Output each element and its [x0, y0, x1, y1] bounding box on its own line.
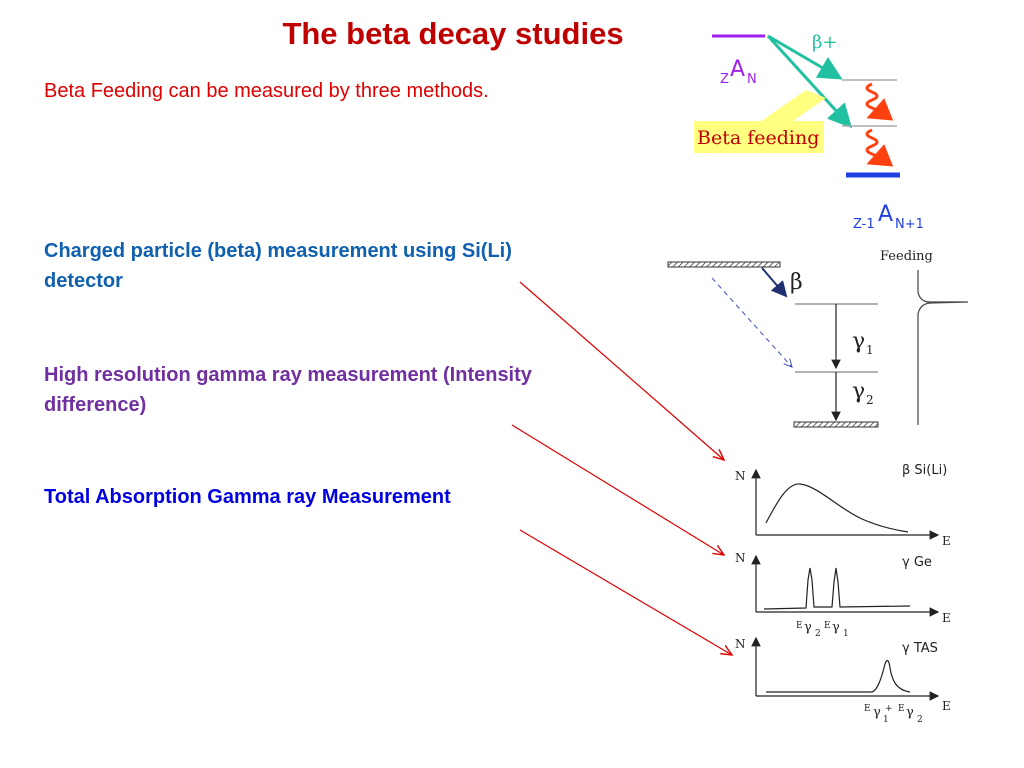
- parent-symbol: A: [730, 57, 745, 82]
- daughter-z-sub: Z-1: [853, 217, 875, 232]
- slide-title-wrap: The beta decay studies: [0, 16, 1024, 52]
- beta-feeding-pointer: [760, 90, 826, 130]
- tas-peak-label-e2: E: [898, 704, 905, 714]
- level-scheme: β γ 1 γ 2 Feeding: [667, 249, 969, 428]
- ge-peaks: [763, 567, 911, 610]
- slide-title: The beta decay studies: [282, 16, 624, 51]
- daughter-n-sub: N+1: [895, 217, 924, 232]
- tas-x-label: E: [942, 699, 951, 713]
- tas-peak-label-g1: γ: [873, 705, 881, 720]
- siLi-x-label: E: [942, 534, 951, 548]
- decay-scheme: Z A N β+ Beta feeding Z-1 A N+1: [694, 32, 924, 232]
- siLi-title: β Si(Li): [902, 463, 947, 478]
- beta-plus-arrow-1: [767, 34, 843, 80]
- ge-peak-label-e2: E: [796, 621, 803, 631]
- ge-y-label: N: [735, 551, 746, 565]
- beta-plus-label: β+: [812, 32, 838, 53]
- method-beta-siLi: Charged particle (beta) measurement usin…: [44, 240, 512, 292]
- beta-feeding-label: Beta feeding: [697, 127, 819, 149]
- initial-state-level: [667, 261, 781, 268]
- spectrum-tas: N E γ TAS E γ 1 + E γ 2: [735, 636, 951, 725]
- ge-peak-label-g2: γ: [804, 620, 812, 635]
- spectrum-siLi: N E β Si(Li): [735, 463, 951, 548]
- ge-peak-label-g1: γ: [832, 620, 840, 635]
- tas-sum-peak: [766, 659, 911, 693]
- tas-peak-label-g2: γ: [906, 705, 914, 720]
- ge-peak-label-sub2: 2: [815, 629, 821, 639]
- tas-peak-label-sub2: 2: [917, 715, 923, 725]
- gamma-wavy-2: [865, 128, 894, 167]
- daughter-symbol: A: [878, 202, 893, 227]
- gamma1-symbol: γ: [852, 329, 865, 354]
- beta-plus-arrow-2: [766, 34, 853, 129]
- intro-text: Beta Feeding can be measured by three me…: [44, 80, 489, 102]
- ge-x-label: E: [942, 611, 951, 625]
- gamma1-sub: 1: [866, 343, 874, 357]
- spectrum-ge: N E γ Ge E γ 2 E γ 1: [735, 551, 951, 639]
- siLi-beta-continuum: [765, 483, 909, 533]
- gamma-wavy-1: [865, 82, 894, 121]
- feeding-label: Feeding: [880, 249, 933, 264]
- tas-peak-label-sub1: 1: [883, 715, 889, 725]
- dashed-feeding-arrow: [711, 277, 792, 367]
- tas-peak-label-plus: +: [885, 704, 893, 714]
- gamma2-sub: 2: [866, 393, 874, 407]
- ge-title: γ Ge: [902, 555, 932, 570]
- beta-label: β: [790, 270, 803, 295]
- pointer-arrows: [511, 281, 732, 655]
- parent-n-sub: N: [747, 72, 757, 87]
- feeding-distribution-curve: [917, 270, 969, 425]
- arrow-beta-to-siLi: [519, 281, 724, 460]
- beta-arrow: [761, 267, 788, 298]
- beta-feeding-box: [694, 121, 824, 153]
- tas-peak-label-e1: E: [864, 704, 871, 714]
- ge-peak-label-e1: E: [824, 621, 831, 631]
- arrow-gamma-to-ge: [511, 424, 724, 555]
- method-tas: Total Absorption Gamma ray Measurement: [44, 486, 451, 508]
- tas-title: γ TAS: [902, 641, 938, 656]
- siLi-y-label: N: [735, 469, 746, 483]
- tas-y-label: N: [735, 637, 746, 651]
- gamma2-symbol: γ: [852, 379, 865, 404]
- ge-peak-label-sub1: 1: [843, 629, 849, 639]
- method-high-res-gamma: High resolution gamma ray measurement (I…: [44, 364, 532, 416]
- parent-z-sub: Z: [720, 72, 729, 87]
- arrow-tas-to-spectrum: [519, 529, 732, 655]
- ground-state-level: [793, 421, 879, 428]
